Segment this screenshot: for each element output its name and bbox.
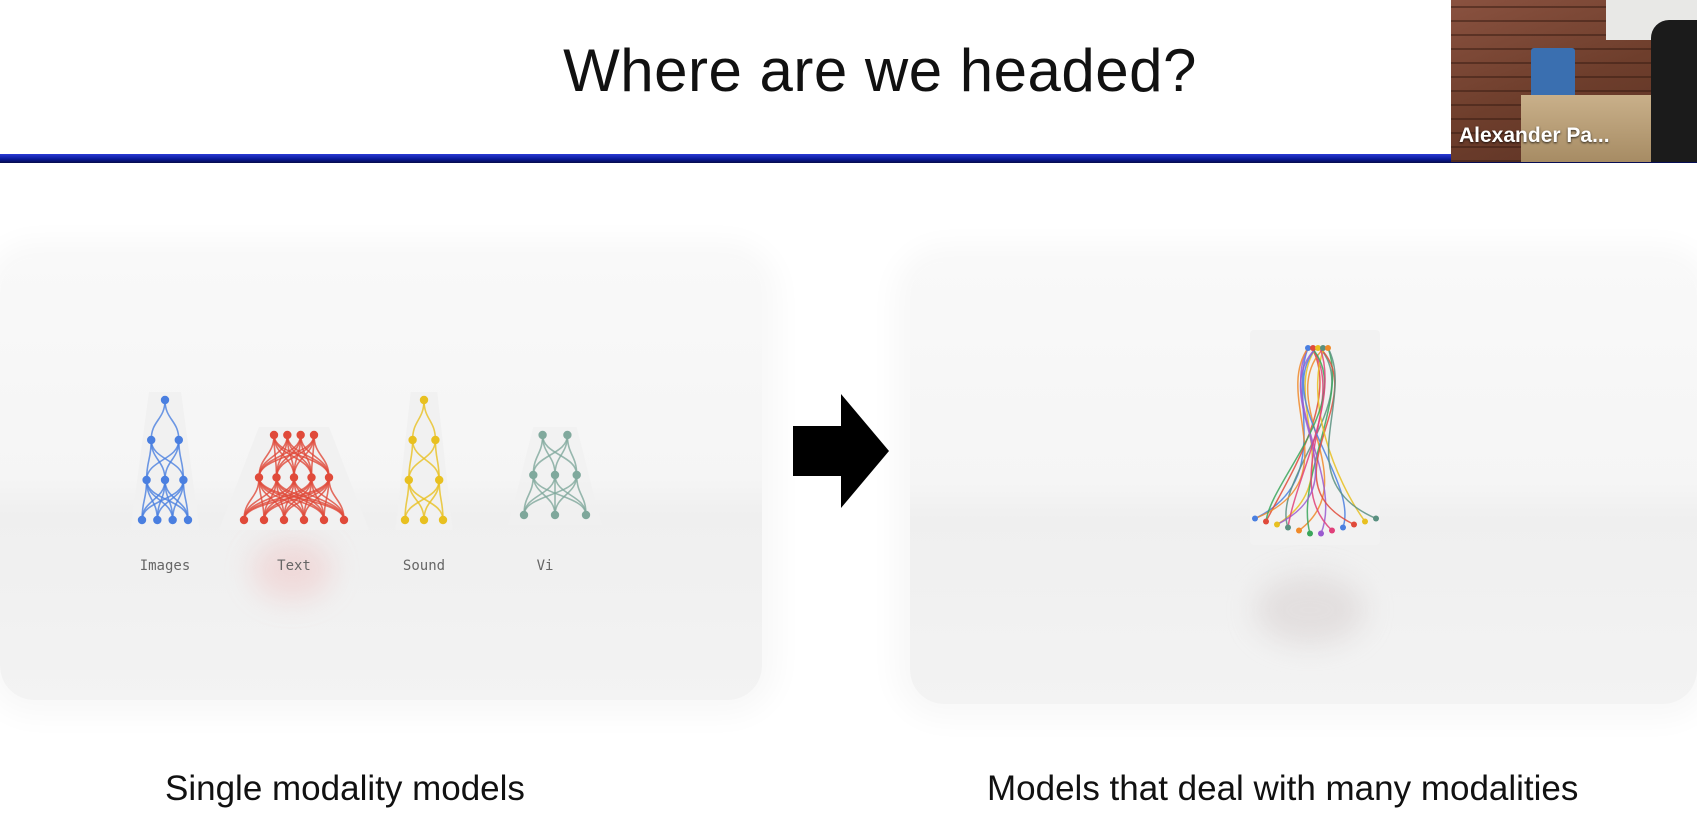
right-arrow-icon bbox=[793, 394, 889, 508]
participant-video-tile[interactable]: Alexander Pa... bbox=[1451, 0, 1697, 162]
network-3 bbox=[508, 427, 602, 525]
text-glow bbox=[252, 540, 332, 600]
modality-label-text: Text bbox=[277, 558, 311, 574]
video-speaker bbox=[1651, 20, 1697, 162]
network-2 bbox=[395, 392, 453, 530]
single-modality-panel bbox=[0, 258, 762, 700]
multi-model-glow bbox=[1255, 575, 1365, 645]
network-0 bbox=[130, 392, 200, 530]
title-rule bbox=[0, 154, 1697, 163]
multi-modality-network bbox=[1250, 330, 1380, 545]
multi-network-strands bbox=[1250, 330, 1380, 545]
modality-label-video: Vi bbox=[536, 558, 554, 574]
video-podium bbox=[1521, 95, 1661, 162]
participant-name: Alexander Pa... bbox=[1459, 124, 1610, 147]
caption-multi-modality: Models that deal with many modalities bbox=[987, 769, 1579, 808]
caption-single-modality: Single modality models bbox=[165, 769, 525, 808]
network-1 bbox=[219, 427, 369, 530]
slide-title: Where are we headed? bbox=[563, 37, 1197, 104]
modality-label-sound: Sound bbox=[402, 558, 446, 574]
modality-label-images: Images bbox=[139, 558, 191, 574]
video-recycle-bin bbox=[1531, 48, 1575, 103]
